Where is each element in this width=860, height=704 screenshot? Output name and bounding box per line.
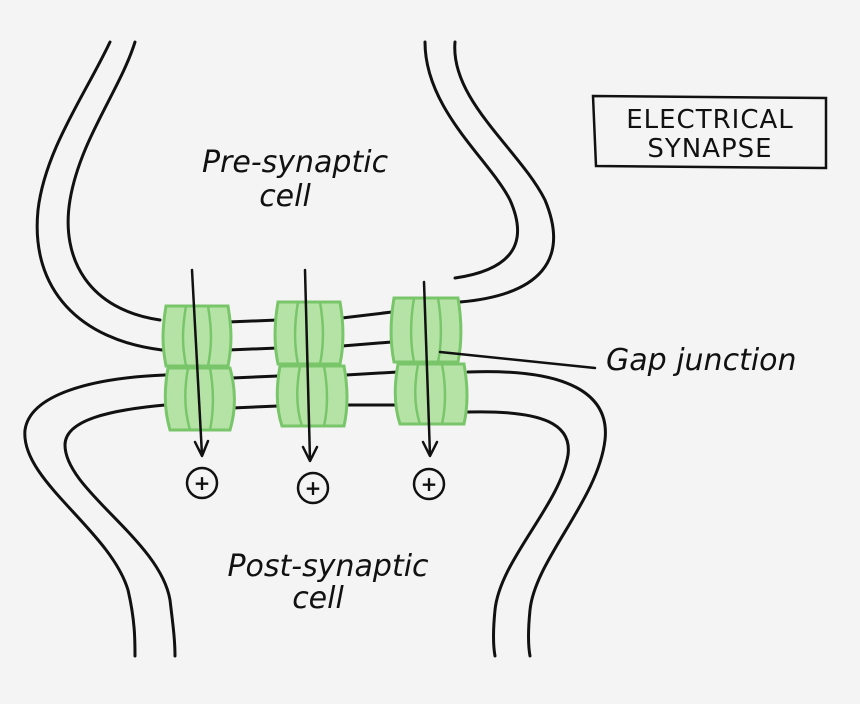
arrow-3 <box>422 280 432 457</box>
positive-ion-2: + <box>296 471 330 505</box>
pre-membrane-left-outer <box>66 40 162 322</box>
post-membrane-right-inner <box>466 410 570 658</box>
post-membrane-flat-outer-2 <box>344 370 400 377</box>
title-box: ELECTRICAL SYNAPSE <box>591 94 828 170</box>
channel-1-top <box>161 304 233 368</box>
channel-2-top <box>273 300 345 366</box>
arrow-1 <box>190 268 204 457</box>
channel-2-bottom-divider-b <box>322 365 329 427</box>
positive-ions: + + + <box>185 466 446 505</box>
title-line-2: SYNAPSE <box>647 134 772 164</box>
pre-membrane-flat-inner-1 <box>226 346 280 352</box>
post-membrane-right-outer <box>466 370 607 658</box>
channel-1-bottom-divider-a <box>184 367 192 431</box>
post-membrane-flat-outer-1 <box>230 374 280 380</box>
gap-junction-leader-line <box>438 350 597 370</box>
post-membrane-left-outer <box>23 373 167 658</box>
channel-1-top-divider-b <box>206 305 213 367</box>
channel-1-top-divider-a <box>181 305 188 367</box>
channel-3-top-divider-a <box>409 297 416 363</box>
channel-2-top-divider-b <box>318 301 325 365</box>
title-frame <box>591 94 828 170</box>
pre-membrane-right-outer <box>453 40 556 304</box>
ion-1-symbol: + <box>194 471 211 495</box>
pre-synaptic-label-line-2: cell <box>259 179 311 214</box>
pre-synaptic-label-line-1: Pre-synaptic <box>202 145 389 180</box>
pre-membrane-left-inner <box>35 40 164 352</box>
channel-2-top-divider-a <box>293 301 300 365</box>
ion-3-symbol: + <box>421 472 438 496</box>
arrow-1-head <box>193 439 210 458</box>
arrow-3-head <box>421 440 439 458</box>
pre-membrane-flat-outer-1 <box>226 318 280 324</box>
title-line-1: ELECTRICAL <box>626 105 794 135</box>
arrow-2 <box>303 268 312 462</box>
ion-2-symbol: + <box>305 476 322 500</box>
gap-junction-label: Gap junction <box>606 343 797 378</box>
channel-3-bottom-divider-b <box>440 363 447 425</box>
post-membrane-left-inner <box>63 403 177 658</box>
channel-3-bottom <box>393 362 469 426</box>
channel-3-bottom-divider-a <box>414 363 422 425</box>
positive-ion-1: + <box>185 466 219 500</box>
arrow-2-head <box>301 445 319 463</box>
post-membrane-flat-inner-1 <box>230 404 280 410</box>
channel-3-top-divider-b <box>436 297 443 363</box>
pre-membrane-flat-outer-2 <box>340 310 394 320</box>
gap-junction-channel-2 <box>273 300 349 428</box>
post-synaptic-label-line-2: cell <box>292 581 344 616</box>
channel-1-bottom-divider-b <box>208 367 215 431</box>
post-synaptic-label-line-1: Post-synaptic <box>227 549 429 584</box>
pre-synaptic-membrane <box>35 40 556 352</box>
positive-ion-3: + <box>412 467 446 501</box>
pre-membrane-flat-inner-2 <box>340 340 394 348</box>
post-synaptic-membrane <box>23 370 607 658</box>
pre-membrane-right-inner <box>423 40 520 280</box>
channel-2-bottom <box>275 364 349 428</box>
ion-flow-arrows <box>190 268 439 463</box>
gap-junction-channel-1 <box>161 304 236 432</box>
channel-2-bottom-divider-a <box>296 365 304 427</box>
